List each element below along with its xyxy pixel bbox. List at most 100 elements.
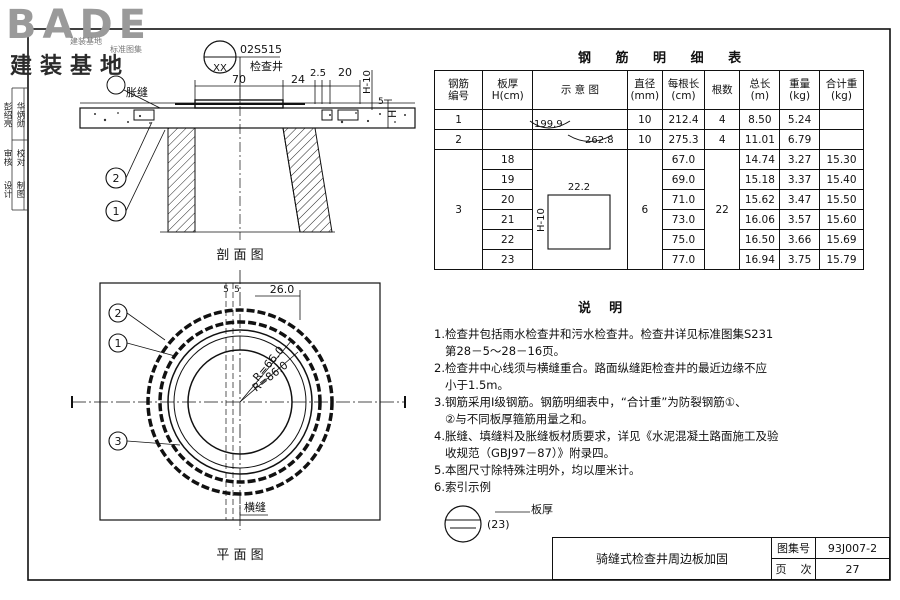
well-wall-right [282, 127, 333, 233]
cell-sum: 15.60 [818, 209, 865, 230]
side-label-3: 审核 [2, 148, 12, 166]
col-header-total: 总长 (m) [739, 70, 781, 110]
cell-sum: 15.69 [818, 229, 865, 250]
col-header-dia: 直径 (mm) [626, 70, 664, 110]
plan-callout-2: 2 [115, 307, 122, 320]
cell-sketch [532, 109, 628, 130]
plan-dim-5a: 5 [223, 285, 229, 295]
col-header-len: 每根长 (cm) [662, 70, 705, 110]
plan-dim-26: 26.0 [270, 283, 295, 296]
side-label-4: 校对 [15, 148, 25, 166]
cell-total: 16.50 [739, 229, 781, 250]
dim-h: H [386, 110, 399, 118]
cell-h: 23 [482, 249, 534, 270]
table-row: 1 10 212.4 4 8.50 5.24 [433, 109, 865, 130]
plan-view [71, 270, 406, 530]
cell-no: 2 [433, 129, 484, 150]
dim-h-10: H-10 [362, 70, 373, 94]
watermark-brand: 建装基地 [10, 54, 131, 79]
index-symbol-text: XX [213, 63, 227, 74]
rebar-ring-outer [146, 308, 334, 496]
concrete-texture [94, 112, 406, 124]
cell-total: 15.62 [739, 189, 781, 210]
cell-len: 67.0 [662, 149, 705, 170]
index-example-value: (23) [487, 518, 510, 531]
note-line: 2.检查井中心线须与横缝重合。路面纵缝距检查井的最近边缘不应 [434, 361, 767, 375]
cell-total: 8.50 [739, 109, 781, 130]
plan-callout-3: 3 [115, 435, 122, 448]
table-row: 23 77.0 16.94 3.75 15.79 [435, 249, 865, 270]
cell-h: 19 [482, 169, 534, 190]
callout-3-section [106, 75, 126, 95]
note-line: 小于1.5m。 [434, 378, 509, 392]
dim-5: 5 [378, 97, 384, 107]
dim-2-5: 2.5 [310, 68, 326, 79]
dim-70: 70 [232, 73, 246, 86]
watermark-small-2: 标准图集 [110, 45, 142, 54]
side-label-1: 彭绍亮 [2, 102, 12, 128]
cell-weight: 3.47 [779, 189, 820, 210]
pavement-slab [79, 107, 416, 129]
cell-count-group3: 22 [703, 149, 741, 270]
dim-24: 24 [291, 73, 305, 86]
col-header-h: 板厚 H(cm) [482, 70, 534, 110]
cell-h: 21 [482, 209, 534, 230]
index-example [444, 505, 530, 543]
table-row: 3 18 6 67.0 22 14.74 3.27 15.30 [433, 149, 865, 270]
cell-len: 69.0 [662, 169, 705, 190]
atlas-no-value: 93J007-2 [815, 537, 890, 559]
index-ref-text: 02S515 [240, 43, 282, 56]
cell-sum [818, 129, 865, 150]
cell-sum: 15.30 [818, 149, 865, 170]
callout-2-text: 2 [113, 172, 120, 185]
section-view [79, 40, 416, 240]
cell-total: 11.01 [739, 129, 781, 150]
plan-joint-label: 横缝 [244, 500, 266, 514]
well-inner-ring [173, 335, 307, 469]
cell-total: 15.18 [739, 169, 781, 190]
cell-len: 212.4 [662, 109, 705, 130]
atlas-no-label: 图集号 [771, 537, 816, 559]
section-dimension-lines [194, 70, 392, 129]
col-header-sum: 合计重 (kg) [818, 70, 865, 110]
index-example-label: 板厚 [531, 502, 553, 516]
plan-callout-1: 1 [115, 337, 122, 350]
col-header-no: 钢筋 编号 [433, 70, 484, 110]
side-label-6: 制图 [15, 180, 25, 198]
cell-sketch-group3 [532, 149, 628, 270]
callout-1-text: 1 [113, 205, 120, 218]
cell-h: 18 [482, 149, 534, 170]
well-wall-left [167, 127, 196, 233]
drawing-frame [27, 28, 891, 581]
cell-total: 14.74 [739, 149, 781, 170]
rebar-table-title: 钢 筋 明 细 表 [578, 51, 752, 66]
notes-list: 1.检查井包括雨水检查井和污水检查井。检查井详见标准图集S231 第28－5～2… [434, 326, 778, 496]
cell-h: 22 [482, 229, 534, 250]
rebar-ring-inner [158, 320, 322, 484]
note-line: ②与不同板厚箍筋用量之和。 [434, 412, 594, 426]
note-line: 4.胀缝、填缝料及胀缝板材质要求，详见《水泥混凝土路面施工及验 [434, 429, 779, 443]
cell-h: 20 [482, 189, 534, 210]
note-line: 1.检查井包括雨水检查井和污水检查井。检查井详见标准图集S231 [434, 327, 774, 341]
section-caption: 剖 面 图 [216, 248, 263, 263]
dim-20: 20 [338, 66, 352, 79]
cell-sum [818, 109, 865, 130]
table-row: 20 71.0 15.62 3.47 15.50 [435, 189, 865, 210]
drawing-title: 骑缝式检查井周边板加固 [552, 537, 772, 580]
cell-no-group3: 3 [433, 149, 484, 270]
cell-count: 4 [703, 129, 741, 150]
cell-dia: 10 [626, 109, 664, 130]
cell-sum: 15.40 [818, 169, 865, 190]
col-header-sketch: 示 意 图 [532, 70, 628, 110]
note-line: 第28－5～28－16页。 [434, 344, 566, 358]
note-line: 收规范（GBJ97－87）》附录四。 [434, 446, 616, 460]
cell-sum: 15.79 [818, 249, 865, 270]
note-line: 3.钢筋采用Ⅰ级钢筋。钢筋明细表中，“合计重”为防裂钢筋①、 [434, 395, 747, 409]
side-label-5: 设计 [2, 180, 12, 198]
page-value: 27 [815, 558, 890, 580]
cell-len: 73.0 [662, 209, 705, 230]
cell-no: 1 [433, 109, 484, 130]
cell-weight: 3.66 [779, 229, 820, 250]
notes-title: 说 明 [578, 301, 623, 316]
